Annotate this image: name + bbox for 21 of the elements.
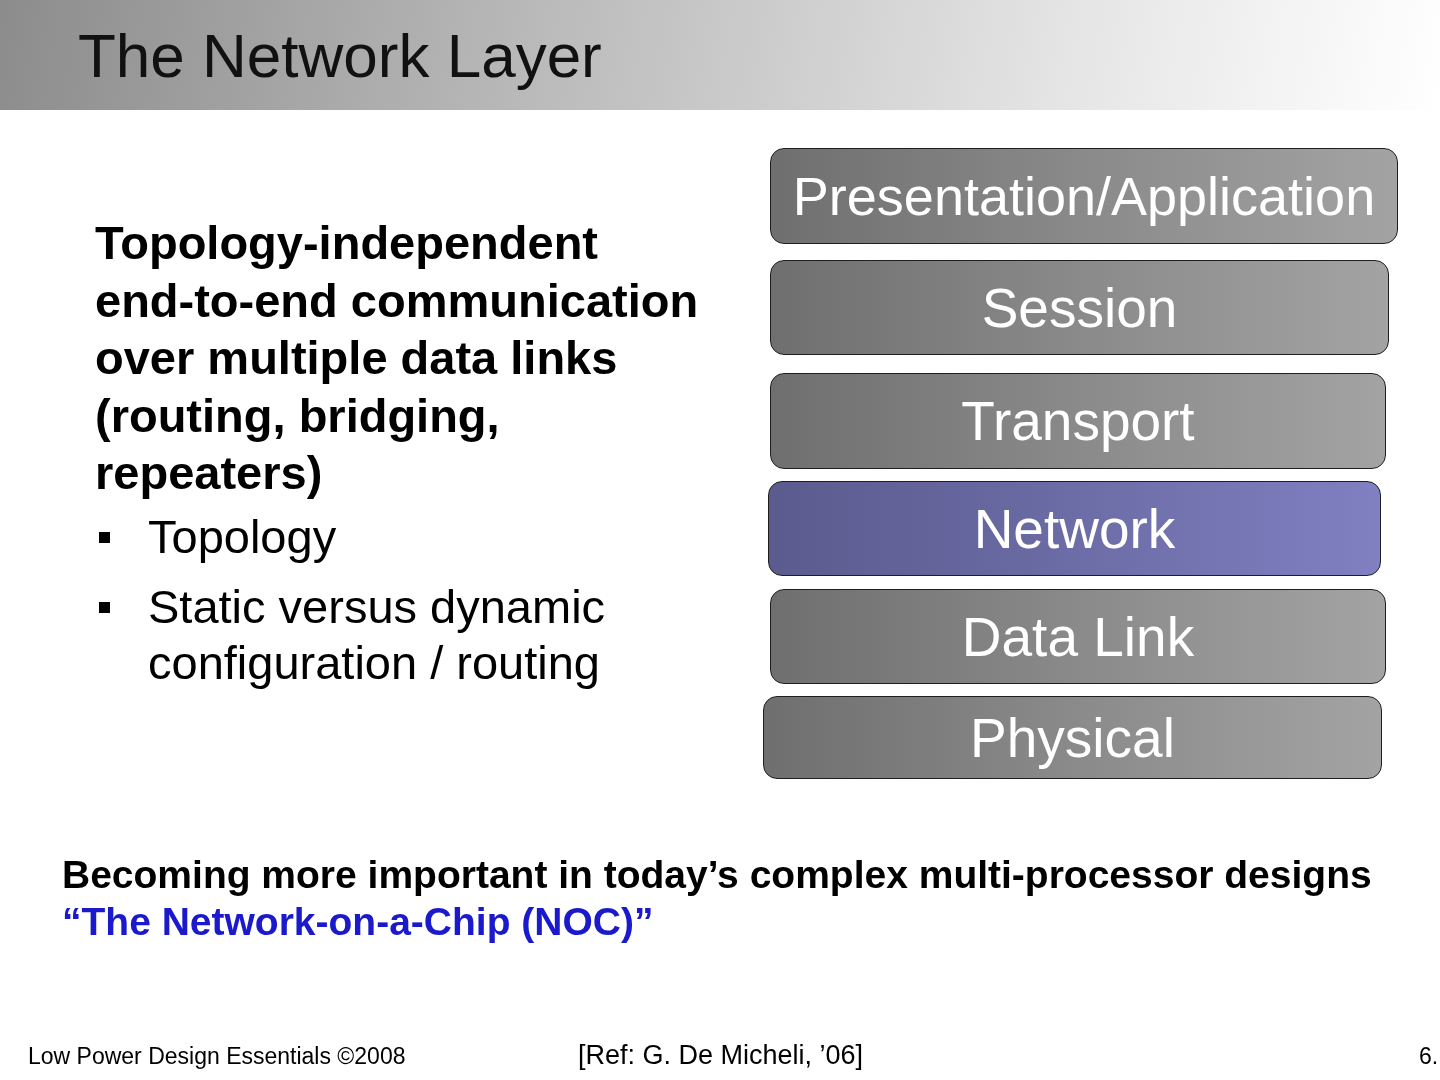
layer-label: Physical — [970, 707, 1175, 768]
bullet-text: Topology — [148, 509, 338, 565]
highlighted-layer-box — [768, 481, 1381, 576]
reference-text: [Ref: G. De Micheli, ’06] — [578, 1039, 864, 1072]
layer-box — [770, 260, 1389, 355]
description-text: Topology-independent end-to-end communication over multiple data links (routing, bridging, repeaters) — [95, 215, 700, 501]
layer-label: Data Link — [961, 606, 1195, 667]
layer-box — [770, 148, 1398, 244]
bullet-text: Static versus dynamic configuration / routing — [148, 579, 607, 691]
layer-box — [770, 373, 1386, 469]
layer-label: Transport — [961, 391, 1195, 451]
note-text: Becoming more important in today’s complex multi-processor designs — [62, 852, 1372, 898]
page-number: 6. — [1419, 1042, 1439, 1071]
footer-text: Low Power Design Essentials ©2008 — [28, 1042, 406, 1071]
layer-box — [763, 696, 1382, 779]
slide-title: The Network Layer — [78, 20, 602, 92]
layer-label: Presentation/Application — [792, 166, 1376, 226]
layer-box — [770, 589, 1386, 684]
highlight-text: “The Network-on-a-Chip (NOC)” — [62, 899, 654, 945]
layer-label: Session — [981, 277, 1178, 338]
layer-label: Network — [973, 498, 1176, 559]
